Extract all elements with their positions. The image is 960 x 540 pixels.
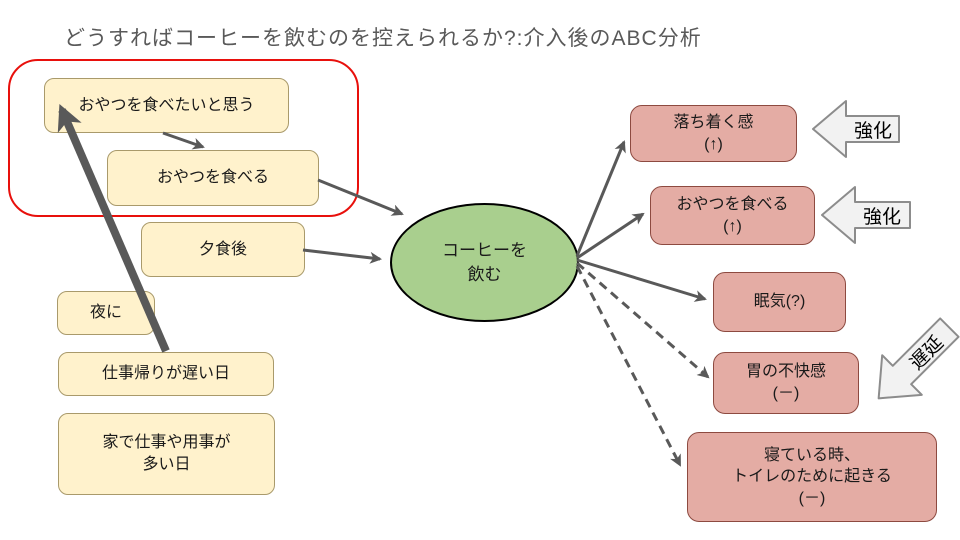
left-block-arrow-icon — [812, 100, 900, 158]
intervention-highlight-outline — [8, 59, 359, 217]
consequence-calm-line1: 落ち着く感 — [673, 113, 754, 131]
reinforce-block-arrow-1: 強化 — [811, 98, 901, 160]
antecedent-snack-urge: おやつを食べたいと思う — [44, 78, 289, 133]
consequence-snack-up: おやつを食べる (↑) — [650, 186, 815, 245]
arrow-behavior-to-calm — [575, 140, 626, 257]
consequence-toilet-line3: (－) — [798, 489, 826, 507]
left-block-arrow-icon — [877, 317, 960, 400]
behavior-drink-coffee: コーヒーを 飲む — [390, 203, 579, 322]
antecedent-busy-home-day-line2: 多い日 — [142, 456, 191, 473]
antecedent-after-dinner: 夕食後 — [141, 222, 305, 277]
arrow-afterdinner-to-behavior — [302, 248, 382, 264]
consequence-toilet: 寝ている時、 トイレのために起きる (－) — [687, 432, 937, 522]
consequence-snack-up-line1: おやつを食べる — [676, 195, 789, 213]
reinforce-block-arrow-2: 強化 — [820, 184, 912, 246]
antecedent-after-dinner-label: 夕食後 — [198, 240, 247, 258]
behavior-line1: コーヒーを — [442, 240, 527, 260]
arrow-behavior-to-stomach-dashed — [576, 261, 710, 379]
consequence-snack-up-line2: (↑) — [723, 217, 742, 235]
arrow-behavior-to-snackup — [576, 212, 645, 260]
consequence-calm-line2: (↑) — [704, 135, 723, 153]
antecedent-busy-home-day-line1: 家で仕事や用事が — [102, 434, 231, 452]
antecedent-at-night: 夜に — [57, 291, 155, 335]
consequence-calm: 落ち着く感 (↑) — [630, 105, 797, 162]
consequence-stomach-line1: 胃の不快感 — [745, 363, 826, 381]
consequence-sleepy: 眠気(?) — [713, 272, 846, 332]
antecedent-late-work-day: 仕事帰りが遅い日 — [58, 352, 274, 396]
consequence-toilet-line1: 寝ている時、 — [763, 446, 860, 464]
antecedent-snack-urge-label: おやつを食べたいと思う — [78, 96, 255, 114]
antecedent-snack-eat-label: おやつを食べる — [156, 169, 269, 187]
antecedent-late-work-day-label: 仕事帰りが遅い日 — [101, 365, 230, 383]
consequence-stomach: 胃の不快感 (－) — [713, 352, 859, 414]
reinforce-label-2: 強化 — [862, 206, 901, 228]
behavior-line2: 飲む — [467, 264, 502, 284]
delay-block-arrow: 遅延 — [855, 304, 960, 421]
consequence-sleepy-line1: 眠気(?) — [753, 293, 806, 311]
left-block-arrow-icon — [821, 186, 911, 244]
consequence-toilet-line2: トイレのために起きる — [732, 468, 892, 486]
antecedent-busy-home-day: 家で仕事や用事が 多い日 — [58, 413, 275, 495]
antecedent-snack-eat: おやつを食べる — [107, 150, 319, 206]
arrow-behavior-to-sleepy — [576, 258, 707, 302]
reinforce-label-1: 強化 — [853, 120, 892, 142]
antecedent-at-night-label: 夜に — [89, 304, 122, 322]
consequence-stomach-line2: (－) — [772, 385, 800, 402]
arrow-behavior-to-toilet-dashed — [575, 265, 682, 467]
slide-title: どうすればコーヒーを飲むのを控えられるか?:介入後のABC分析 — [64, 27, 702, 50]
